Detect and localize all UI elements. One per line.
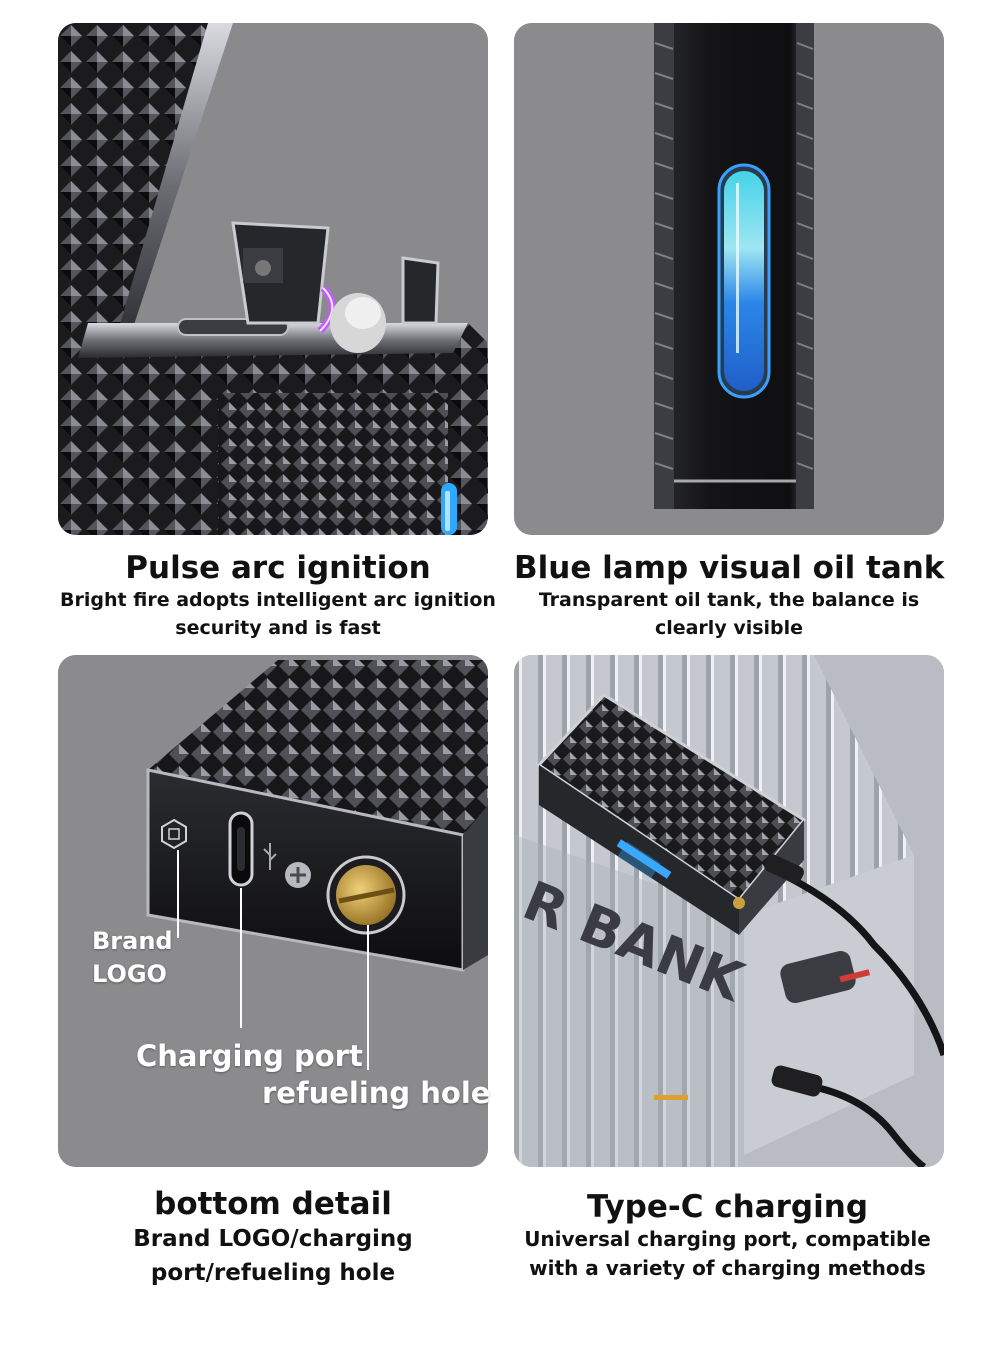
lighter-bottom-illustration — [58, 655, 488, 1167]
refueling-hole-leader-line — [367, 925, 369, 1070]
pulse-arc-description: Bright fire adopts intelligent arc ignit… — [60, 589, 496, 639]
bottom-detail-image — [58, 655, 488, 1167]
brand-logo-callout: Brand LOGO — [92, 927, 173, 988]
refueling-hole-callout: refueling hole — [262, 1076, 491, 1110]
pulse-arc-title: Pulse arc ignition — [125, 550, 431, 586]
pulse-arc-image — [58, 23, 488, 535]
oil-tank-image — [514, 23, 944, 535]
type-c-title: Type-C charging — [586, 1189, 869, 1225]
type-c-image: R BANK — [514, 655, 944, 1167]
type-c-description: Universal charging port, compatible with… — [524, 1227, 931, 1280]
oil-tank-description: Transparent oil tank, the balance is cle… — [538, 589, 920, 639]
charging-port-leader-line — [240, 888, 242, 1028]
type-c-caption: Type-C charging Universal charging port,… — [500, 1189, 955, 1283]
bottom-detail-caption: bottom detail Brand LOGO/charging port/r… — [58, 1186, 488, 1290]
bottom-detail-description: Brand LOGO/charging port/refueling hole — [133, 1226, 413, 1286]
bottom-detail-title: bottom detail — [154, 1186, 392, 1222]
power-bank-charging-illustration: R BANK — [514, 655, 944, 1167]
brand-logo-leader-line — [177, 850, 179, 938]
lighter-open-arc-illustration — [58, 23, 488, 535]
lighter-side-tank-illustration — [514, 23, 944, 535]
pulse-arc-caption: Pulse arc ignition Bright fire adopts in… — [58, 550, 498, 642]
charging-port-callout: Charging port — [136, 1039, 363, 1073]
oil-tank-caption: Blue lamp visual oil tank Transparent oi… — [514, 550, 944, 642]
oil-tank-title: Blue lamp visual oil tank — [514, 550, 945, 586]
